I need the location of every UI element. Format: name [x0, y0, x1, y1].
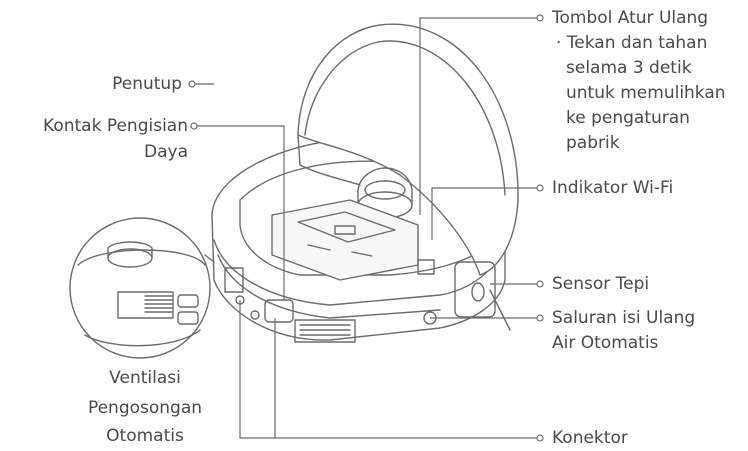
charging-contacts-label-1: Kontak Pengisian — [43, 114, 188, 138]
wifi-indicator-label: Indikator Wi-Fi — [552, 176, 673, 200]
reset-note-line-3: untuk memulihkan — [566, 81, 726, 105]
reset-note-line-1: · Tekan dan tahan — [556, 31, 707, 55]
auto-empty-vent-label-3: Otomatis — [80, 424, 210, 448]
reset-note-line-2: selama 3 detik — [566, 56, 692, 80]
connector-label: Konektor — [552, 426, 628, 450]
edge-sensor-label: Sensor Tepi — [552, 272, 649, 296]
auto-empty-vent-label-1: Ventilasi — [80, 366, 210, 390]
auto-empty-vent-label-2: Pengosongan — [80, 396, 210, 420]
auto-refill-label-2: Air Otomatis — [552, 331, 658, 355]
cover-label: Penutup — [112, 72, 182, 96]
auto-refill-label-1: Saluran isi Ulang — [552, 306, 695, 330]
inset-magnifier — [70, 218, 214, 358]
charging-contacts-label-2: Daya — [144, 140, 188, 164]
reset-button-label: Tombol Atur Ulang — [552, 6, 708, 30]
reset-note-line-5: pabrik — [566, 131, 620, 155]
reset-note-line-4: ke pengaturan — [566, 106, 690, 130]
